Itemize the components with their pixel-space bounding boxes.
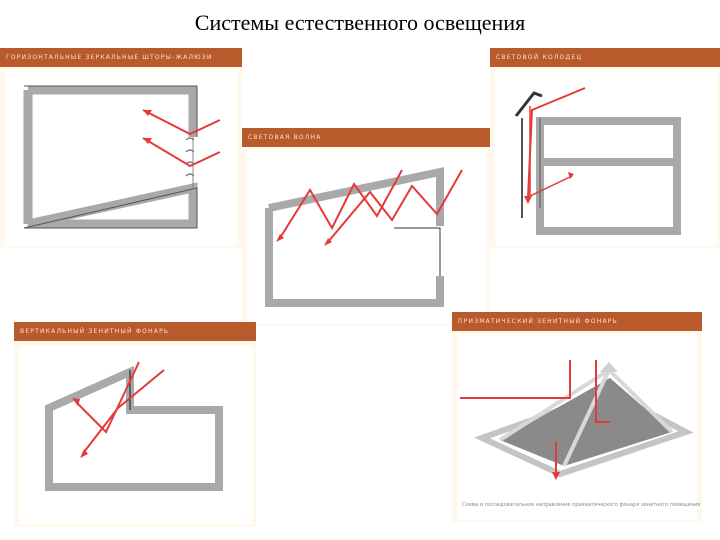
vertical-skylight-diagram: [45, 361, 223, 491]
panel-header: ВЕРТИКАЛЬНЫЙ ЗЕНИТНЫЙ ФОНАРЬ: [14, 322, 256, 341]
panel-light-wave: СВЕТОВАЯ ВОЛНА: [242, 128, 490, 326]
panel-vertical-skylight: ВЕРТИКАЛЬНЫЙ ЗЕНИТНЫЙ ФОНАРЬ: [14, 322, 256, 527]
prismatic-caption: Схема и последовательное направление при…: [462, 502, 701, 508]
panel-prismatic-skylight: ПРИЗМАТИЧЕСКИЙ ЗЕНИТНЫЙ ФОНАРЬ Схема и п…: [452, 312, 702, 522]
light-well-diagram: [514, 87, 681, 235]
panel-header: ПРИЗМАТИЧЕСКИЙ ЗЕНИТНЫЙ ФОНАРЬ: [452, 312, 702, 331]
prismatic-skylight-diagram: [460, 360, 694, 480]
panel-header: ГОРИЗОНТАЛЬНЫЕ ЗЕРКАЛЬНЫЕ ШТОРЫ-ЖАЛЮЗИ: [0, 48, 242, 67]
panel-header: СВЕТОВАЯ ВОЛНА: [242, 128, 490, 147]
mirror-blinds-diagram: [23, 85, 221, 229]
panel-header: СВЕТОВОЙ КОЛОДЕЦ: [490, 48, 720, 67]
page-title: Системы естественного освещения: [194, 10, 526, 35]
panel-light-well: СВЕТОВОЙ КОЛОДЕЦ: [490, 48, 720, 248]
panel-mirror-blinds: ГОРИЗОНТАЛЬНЫЕ ЗЕРКАЛЬНЫЕ ШТОРЫ-ЖАЛЮЗИ: [0, 48, 242, 248]
light-wave-diagram: [265, 167, 463, 307]
